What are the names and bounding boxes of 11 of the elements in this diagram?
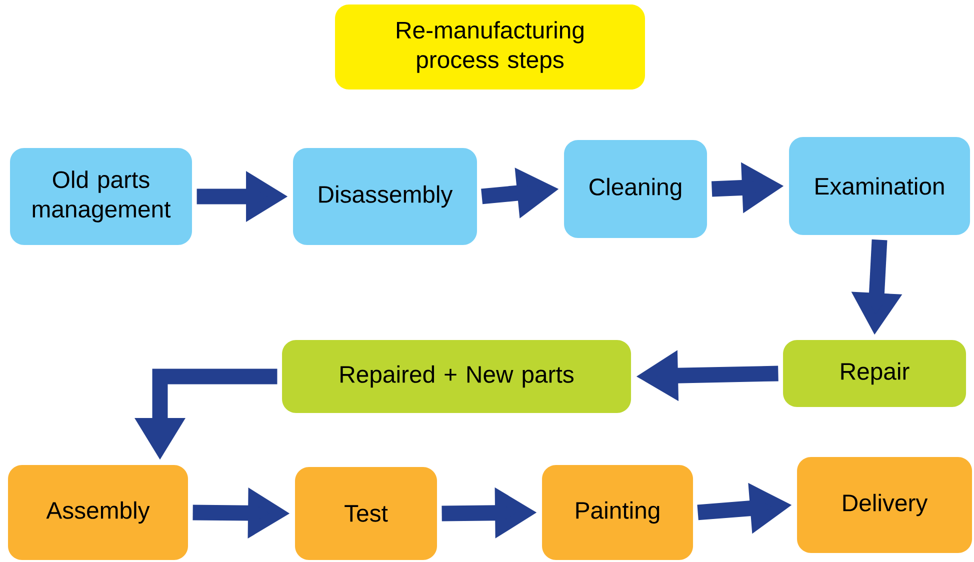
process-box: Cleaning (564, 140, 708, 238)
process-box: Repair (783, 340, 966, 407)
process-box: Repaired + New parts (282, 340, 632, 413)
title-box: Re-manufacturing process steps (335, 4, 645, 90)
process-box: Painting (542, 464, 694, 560)
process-box: Test (295, 466, 437, 560)
process-box: Examination (789, 137, 970, 235)
process-box: Assembly (8, 464, 188, 560)
process-box: Delivery (797, 457, 972, 553)
process-box: Disassembly (293, 148, 477, 245)
process-box: Old parts management (10, 148, 192, 245)
